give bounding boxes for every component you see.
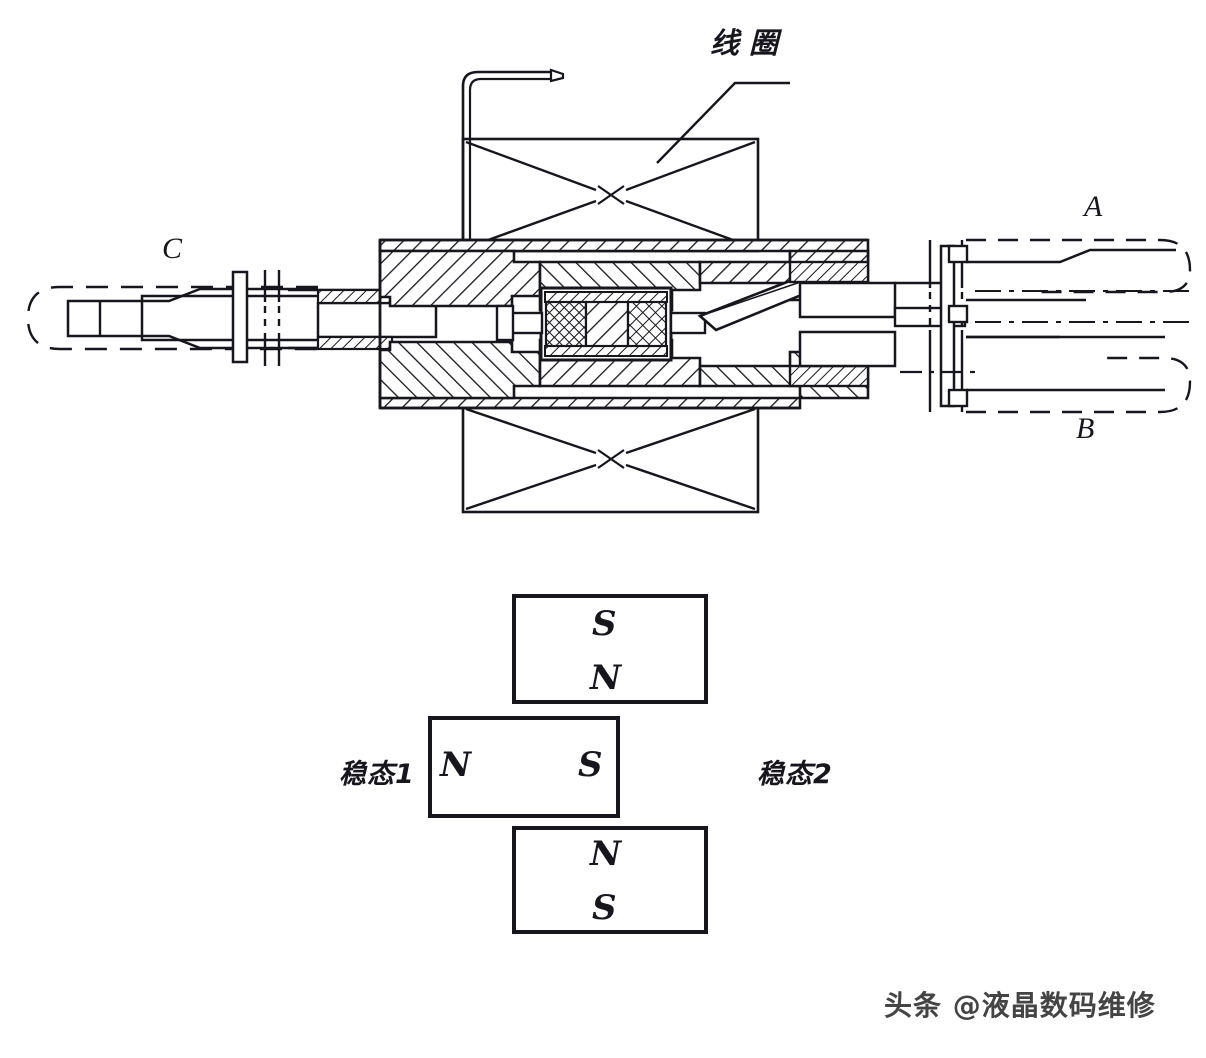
steady-state-1-label: 稳态1 [339, 759, 415, 790]
coil-leader-line [656, 81, 790, 164]
lower-coil [461, 404, 760, 514]
steady-state-2-label: 稳态2 [757, 759, 833, 790]
bottom-magnet-box [512, 826, 708, 934]
port-label-a: A [1084, 190, 1103, 223]
middle-magnet-box [428, 716, 620, 818]
top-magnet-pole-bottom: N [590, 658, 622, 698]
port-label-b: B [1076, 412, 1095, 445]
top-magnet-pole-top: S [592, 604, 617, 644]
bottom-magnet-pole-bottom: S [592, 888, 617, 928]
coil-label: 线圈 [710, 26, 789, 60]
port-label-c: C [162, 232, 183, 265]
top-magnet-box [512, 594, 708, 704]
valve-body-section [378, 238, 897, 410]
magnet-polarity-diagram [428, 594, 708, 934]
port-ab-assembly [893, 238, 1196, 414]
watermark: 头条 @液晶数码维修 [884, 989, 1156, 1022]
bottom-magnet-pole-top: N [590, 834, 622, 874]
port-c-assembly [26, 270, 438, 366]
permanent-magnet-assembly [539, 286, 673, 362]
middle-magnet-pole-right: S [578, 745, 603, 785]
middle-magnet-pole-left: N [440, 745, 472, 785]
upper-coil [461, 68, 760, 253]
